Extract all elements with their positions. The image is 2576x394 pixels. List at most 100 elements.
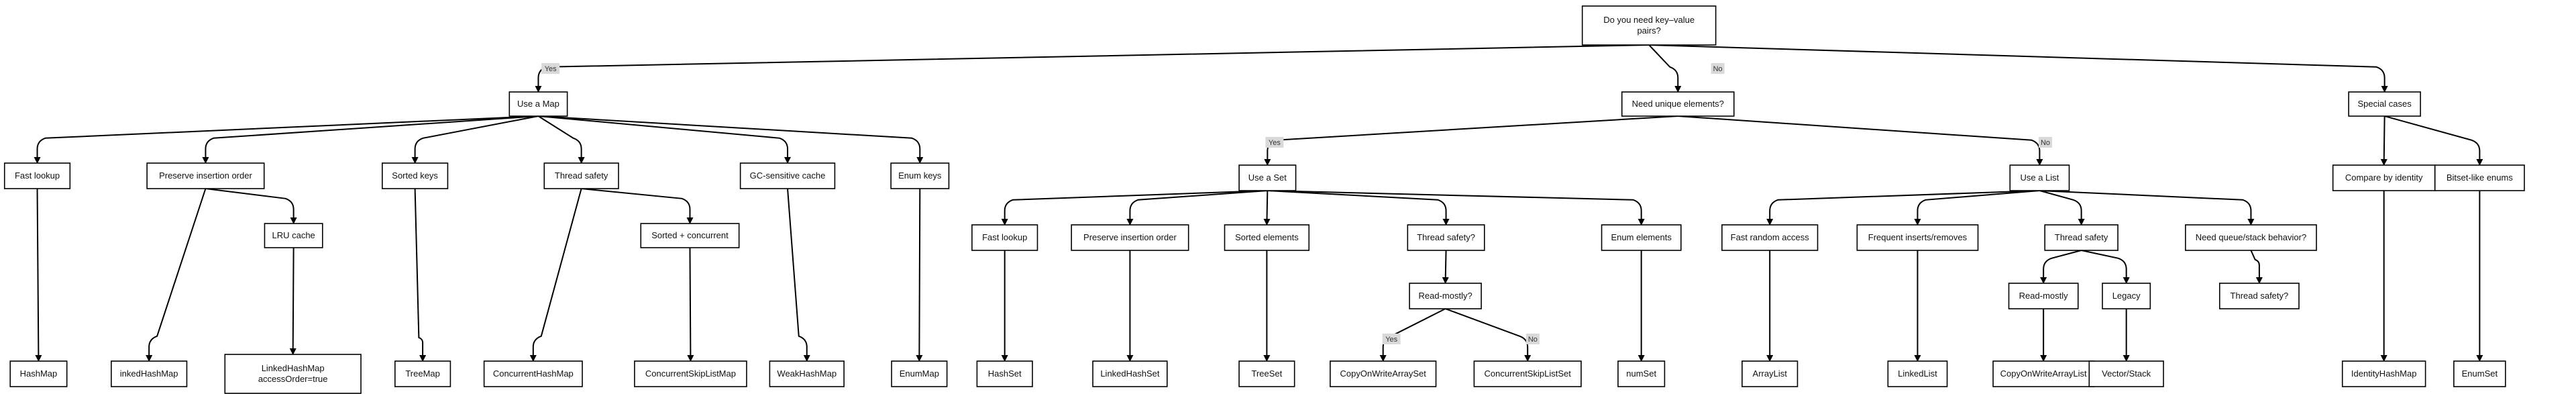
node-cowal: CopyOnWriteArrayList [1992, 360, 2095, 387]
edge-label-root-to-map: Yes [541, 63, 560, 74]
node-linkedlist: LinkedList [1887, 360, 1948, 387]
node-label: HashMap [20, 368, 58, 379]
edge-thread_map-to-chm [529, 188, 582, 362]
edge-sorted_keys-to-treemap [414, 188, 427, 362]
edge-preserve_map-to-linkedhashmap [146, 188, 207, 362]
edge-label-read_mostly_set-to-cowas: Yes [1382, 334, 1401, 344]
node-queue-stack: Need queue/stack behavior? [2185, 224, 2317, 251]
edge-map-to-enum_keys [538, 115, 924, 164]
node-enumset: EnumSet [2453, 360, 2506, 387]
node-sorted-elements: Sorted elements [1224, 224, 1310, 251]
node-label: GC-sensitive cache [750, 170, 826, 181]
node-thread-list: Thread safety [2044, 224, 2118, 251]
node-label: Thread safety [2055, 232, 2108, 242]
node-enum-elements: Enum elements [1601, 224, 1682, 251]
node-fast-random: Fast random access [1721, 224, 1819, 251]
node-thread-q: Thread safety? [2218, 283, 2300, 309]
node-thread-set: Thread safety? [1407, 224, 1485, 251]
node-label: CopyOnWriteArrayList [2000, 368, 2087, 379]
node-label: Bitset-like enums [2447, 173, 2513, 183]
edge-map-to-sorted_keys [411, 115, 539, 164]
edge-label-read_mostly_set-to-csls: No [1525, 334, 1540, 344]
node-legacy: Legacy [2102, 283, 2151, 309]
node-chm: ConcurrentHashMap [483, 360, 583, 387]
svg-text:No: No [2041, 139, 2050, 147]
node-label: Enum keys [898, 170, 942, 181]
node-label: Preserve insertion order [159, 170, 252, 181]
node-label: HashSet [988, 368, 1022, 379]
node-label: inkedHashMap [120, 368, 178, 379]
node-hashset: HashSet [976, 360, 1033, 387]
edge-root-to-map [535, 44, 1650, 93]
edge-map-to-thread_map [537, 115, 585, 164]
node-vector: Vector/Stack [2088, 360, 2164, 387]
edge-label-root-to-unique: No [1711, 63, 1725, 74]
svg-text:Yes: Yes [545, 65, 557, 73]
node-read-mostly-set: Read-mostly? [1409, 283, 1482, 309]
node-label: Special cases [2358, 99, 2412, 109]
node-label: Frequent inserts/removes [1868, 232, 1968, 242]
edge-special-to-bitset [2384, 115, 2483, 166]
node-treeset: TreeSet [1238, 360, 1295, 387]
edge-label-unique-to-list: No [2039, 137, 2053, 148]
node-bitset: Bitset-like enums [2434, 164, 2525, 191]
svg-text:Yes: Yes [1385, 336, 1397, 344]
node-label: Do you need key–value [1603, 15, 1695, 25]
node-label: ArrayList [1753, 368, 1788, 379]
node-label: Compare by identity [2345, 173, 2423, 183]
node-csls: ConcurrentSkipListSet [1473, 360, 1582, 387]
edge-thread_map-to-sorted_concurrent [581, 188, 694, 224]
node-label: TreeSet [1252, 368, 1283, 379]
node-sorted-concurrent: Sorted + concurrent [640, 223, 740, 248]
node-enummap: EnumMap [891, 360, 948, 387]
node-label: Sorted + concurrent [651, 230, 729, 240]
node-gc-cache: GC-sensitive cache [739, 162, 836, 189]
node-label: LRU cache [272, 230, 315, 240]
edge-unique-to-list [1678, 115, 2043, 166]
node-linkedhashmap: inkedHashMap [111, 360, 188, 387]
node-label: pairs? [1637, 26, 1660, 36]
edge-fast_lookup_map-to-hashmap [35, 188, 42, 362]
node-label: accessOrder=true [258, 374, 328, 384]
edge-map-to-preserve_map [202, 115, 539, 164]
node-label: LinkedHashSet [1100, 368, 1160, 379]
node-preserve-map: Preserve insertion order [146, 162, 265, 189]
node-label: Thread safety? [2231, 291, 2289, 301]
node-label: Legacy [2112, 291, 2141, 301]
edge-lru-to-lhm_access [289, 247, 297, 355]
node-label: LinkedList [1898, 368, 1937, 379]
node-hashmap: HashMap [9, 360, 68, 387]
edge-label-unique-to-set: Yes [1265, 137, 1284, 148]
node-label: Vector/Stack [2102, 368, 2151, 379]
node-preserve-set: Preserve insertion order [1071, 224, 1189, 251]
node-label: IdentityHashMap [2351, 368, 2417, 379]
svg-text:No: No [1528, 336, 1538, 344]
edge-enum_keys-to-enummap [916, 188, 923, 362]
edge-queue_stack-to-thread_q [2250, 250, 2263, 284]
edge-preserve_map-to-lru [205, 188, 297, 224]
node-arraylist: ArrayList [1741, 360, 1799, 387]
node-frequent: Frequent inserts/removes [1856, 224, 1979, 251]
node-set: Use a Set [1238, 164, 1297, 191]
node-label: Need unique elements? [1632, 99, 1724, 109]
edge-list-to-frequent [1914, 190, 2040, 226]
node-label: Use a List [2020, 173, 2059, 183]
node-label: Enum elements [1611, 232, 1672, 242]
node-fast-lookup-map: Fast lookup [3, 162, 71, 189]
edge-thread_list-to-read_mostly_list [2040, 250, 2082, 284]
edge-list-to-fast_random [1766, 190, 2040, 226]
edge-set-to-preserve_set [1126, 190, 1268, 226]
node-label: Use a Set [1248, 173, 1287, 183]
node-list: Use a List [2009, 164, 2070, 191]
node-label: Read-mostly [2019, 291, 2068, 301]
edge-set-to-fast_lookup_set [1001, 190, 1268, 226]
edge-map-to-gc_cache [538, 115, 792, 164]
node-unique: Need unique elements? [1621, 91, 1735, 117]
node-label: ConcurrentSkipListSet [1485, 368, 1572, 379]
svg-text:No: No [1713, 65, 1723, 73]
node-sorted-keys: Sorted keys [382, 162, 449, 189]
edge-set-to-enum_elements [1267, 190, 1645, 226]
